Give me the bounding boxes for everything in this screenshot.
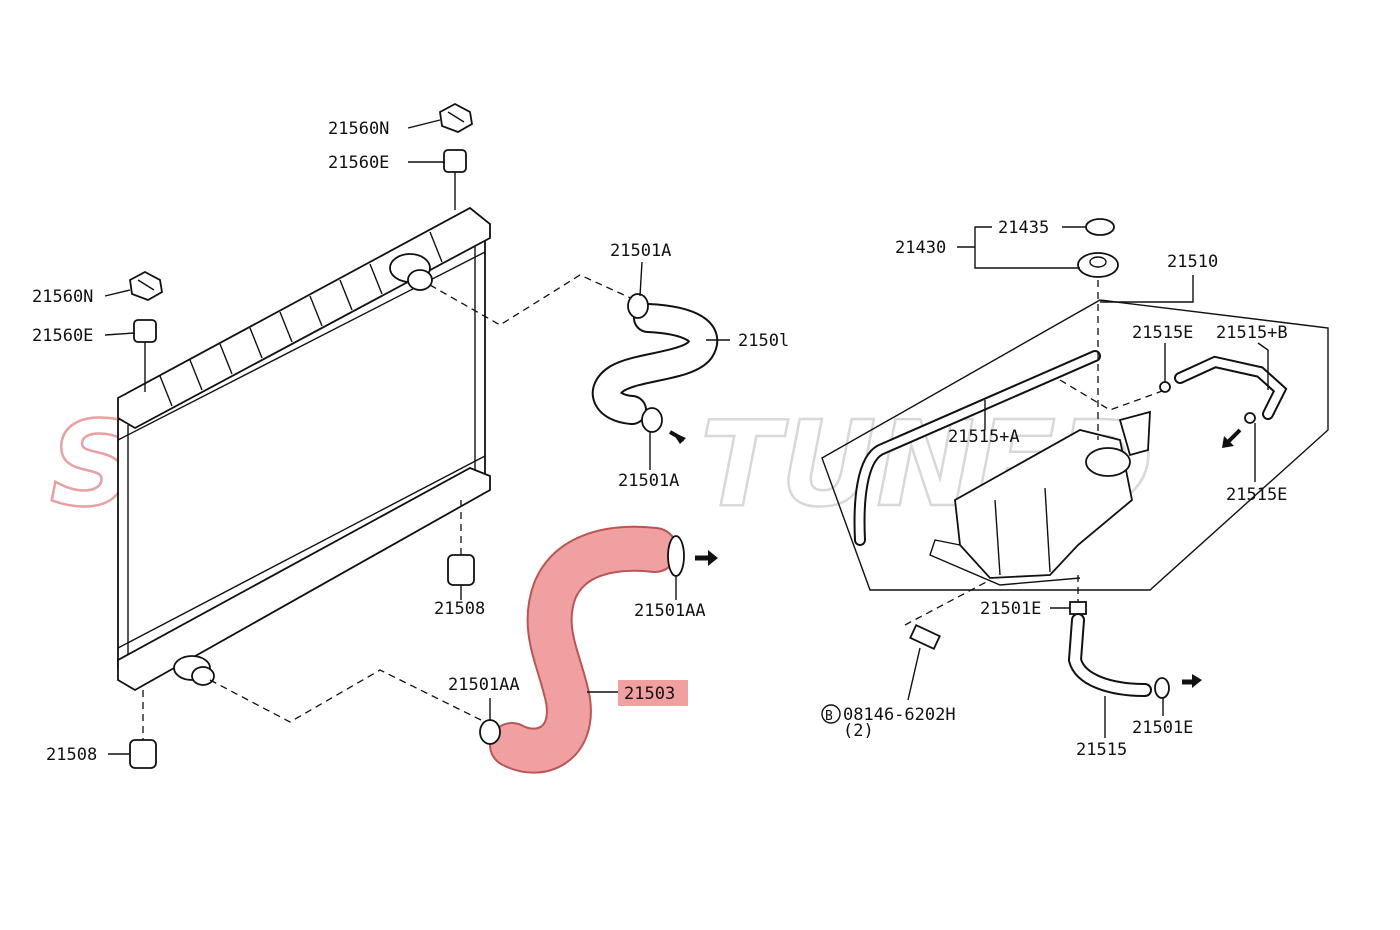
upper-hose-route	[429, 274, 636, 326]
clip-right	[1244, 412, 1256, 424]
reservoir-assembly	[821, 299, 1329, 591]
bolt-prefix-circle	[821, 704, 841, 724]
lower-hose-label-highlight	[618, 680, 688, 706]
label-clamp-upper-bottom: 21501A	[618, 471, 679, 491]
label-clamp-upper-top: 21501A	[610, 241, 671, 261]
reservoir-bracket	[1118, 410, 1151, 457]
label-clamp-res-bottom: 21501E	[1132, 718, 1193, 738]
label-mount-left: 21560E	[32, 326, 93, 346]
label-reservoir-assy: 21510	[1167, 252, 1218, 272]
radiator-mount-left-cap	[129, 270, 163, 301]
radiator	[117, 206, 491, 692]
top-tank-ribs	[159, 231, 443, 407]
radiator-mount-left	[133, 319, 157, 392]
clip-top	[1159, 381, 1171, 393]
part-labels: 21560N 21560E 21560N 21560E 21501A 2150l…	[32, 119, 1288, 765]
upper-hose	[591, 293, 719, 444]
lower-hose-clamp-left	[479, 719, 501, 745]
reservoir-cap	[1077, 252, 1119, 440]
label-radiator-cap-left: 21560N	[32, 287, 93, 307]
radiator-mount-upper-cap	[439, 102, 473, 133]
radiator-mount-lower-left	[129, 690, 157, 769]
label-mount-upper: 21560E	[328, 153, 389, 173]
label-reservoir-hose: 21515	[1076, 740, 1127, 760]
label-clamp-lower-right: 21501AA	[634, 601, 706, 621]
reservoir-hose-clamp-top	[1069, 601, 1087, 615]
label-clamp-res-top: 21501E	[980, 599, 1041, 619]
radiator-bottom-tank	[117, 467, 491, 692]
bolt	[904, 579, 991, 701]
reservoir-filler-neck	[1085, 447, 1131, 477]
lower-hose-clamp-right	[667, 535, 685, 577]
reservoir-hose	[1067, 575, 1202, 699]
lower-hose-route	[209, 669, 486, 723]
reservoir-hose-clamp-bottom	[1154, 677, 1170, 699]
label-bolt-prefix: B	[825, 709, 833, 724]
upper-hose-clamp-top	[627, 293, 649, 319]
cap-seal	[1085, 218, 1115, 236]
label-clip-top: 21515E	[1132, 323, 1193, 343]
radiator-mount-upper	[443, 149, 467, 210]
label-reservoir-cap: 21430	[895, 238, 946, 258]
label-lower-hose: 21503	[624, 684, 675, 704]
upper-hose-clamp-bottom	[641, 407, 663, 433]
label-hose-b: 21515+B	[1216, 323, 1288, 343]
label-hose-a: 21515+A	[948, 427, 1020, 447]
label-upper-hose: 2150l	[738, 331, 789, 351]
label-radiator-cap-upper: 21560N	[328, 119, 389, 139]
label-bolt-qty: (2)	[843, 721, 874, 741]
label-mount-lower-left: 21508	[46, 745, 97, 765]
reservoir-group-box	[821, 299, 1329, 591]
label-clamp-lower-left: 21501AA	[448, 675, 520, 695]
label-cap-seal: 21435	[998, 218, 1049, 238]
label-bolt: 08146-6202H	[843, 705, 956, 725]
radiator-core	[117, 230, 486, 670]
label-clip-right: 21515E	[1226, 485, 1287, 505]
flow-arrow-reservoir-top	[1226, 428, 1242, 444]
lower-hose	[479, 525, 718, 774]
radiator-mount-lower-right	[447, 500, 475, 586]
leader-lines	[104, 119, 1269, 755]
label-mount-lower-right: 21508	[434, 599, 485, 619]
